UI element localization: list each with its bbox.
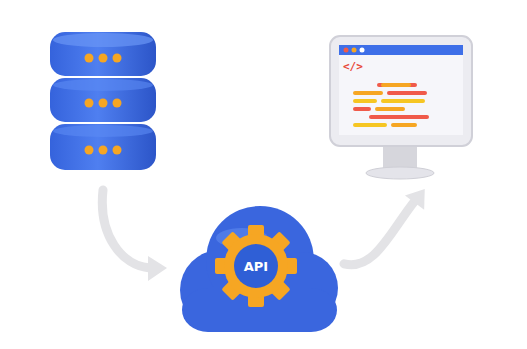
code-symbol: </> <box>343 60 363 73</box>
flow-arrow <box>344 189 425 265</box>
monitor-shape <box>325 33 477 181</box>
database-stack <box>50 32 156 170</box>
gear-icon <box>215 225 297 307</box>
api-cloud: API <box>172 198 342 338</box>
api-label: API <box>244 259 268 274</box>
flow-arrow <box>102 190 167 281</box>
monitor-screen: </> <box>325 33 477 181</box>
